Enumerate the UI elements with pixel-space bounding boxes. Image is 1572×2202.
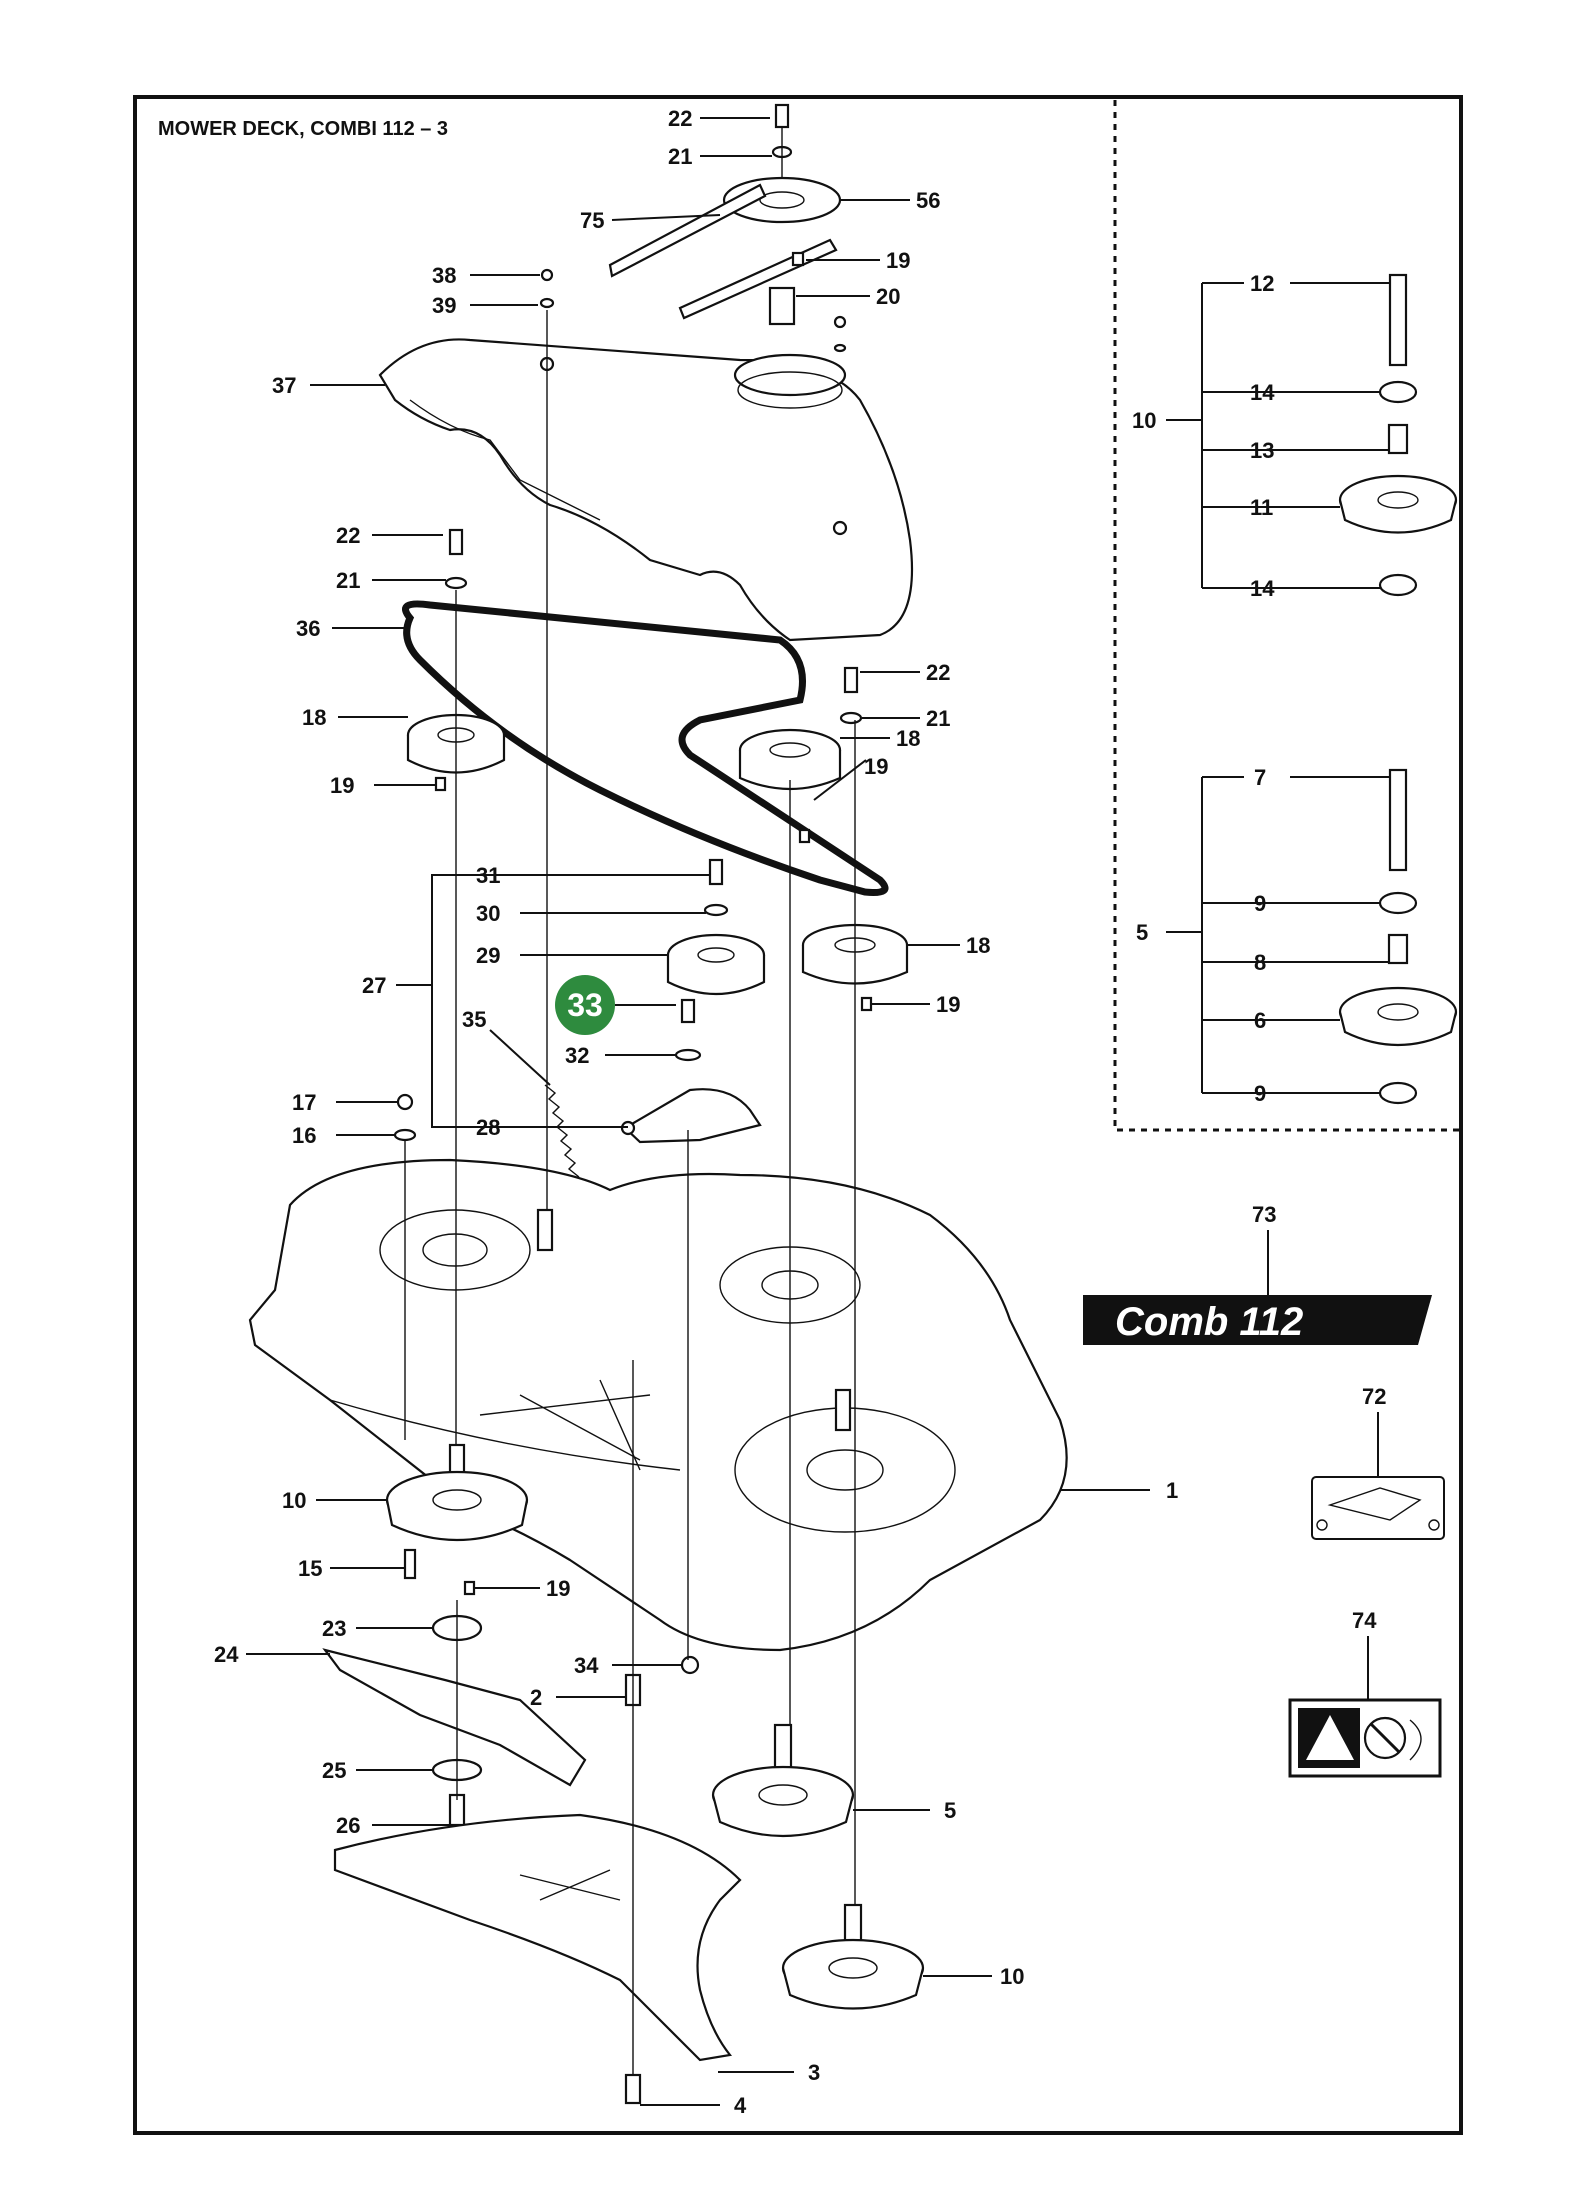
- label-4: 4: [734, 2093, 747, 2118]
- label-14: 14: [1250, 380, 1275, 405]
- mower-deck-1: [248, 1158, 1068, 1652]
- label-73: 73: [1252, 1202, 1276, 1227]
- label-5: 5: [1136, 920, 1148, 945]
- label-39: 39: [432, 293, 456, 318]
- inset-box-border: [1113, 100, 1460, 1132]
- label-24: 24: [214, 1642, 239, 1667]
- highlight-badge-label: 33: [567, 987, 603, 1023]
- screw-15: [403, 1548, 417, 1580]
- belt-75-b: [678, 238, 838, 320]
- label-34: 34: [574, 1653, 599, 1678]
- bolt-4: [624, 2073, 642, 2105]
- label-7: 7: [1254, 765, 1266, 790]
- label-56: 56: [916, 188, 940, 213]
- washer-32: [674, 1048, 702, 1062]
- label-22: 22: [926, 660, 950, 685]
- label-29: 29: [476, 943, 500, 968]
- label-26: 26: [336, 1813, 360, 1838]
- label-17: 17: [292, 1090, 316, 1115]
- label-38: 38: [432, 263, 456, 288]
- label-16: 16: [292, 1123, 316, 1148]
- label-22: 22: [668, 106, 692, 131]
- highlight-badge-33[interactable]: [555, 975, 615, 1035]
- label-10: 10: [1132, 408, 1156, 433]
- label-75: 75: [580, 208, 604, 233]
- belt-36: [402, 600, 889, 896]
- label-72: 72: [1362, 1384, 1386, 1409]
- label-18: 18: [302, 705, 326, 730]
- label-18: 18: [966, 933, 990, 958]
- label-36: 36: [296, 616, 320, 641]
- washer-39: [539, 297, 555, 309]
- label-8: 8: [1254, 950, 1266, 975]
- label-19: 19: [886, 248, 910, 273]
- label-19: 19: [936, 992, 960, 1017]
- label-32: 32: [565, 1043, 589, 1068]
- label-9: 9: [1254, 1081, 1266, 1106]
- label-20: 20: [876, 284, 900, 309]
- belt-75-a: [608, 183, 767, 278]
- inset-spindle-5: [1338, 768, 1458, 1105]
- deflector-3: [333, 1813, 742, 2062]
- label-1: 1: [1166, 1478, 1178, 1503]
- leader-lines: [246, 117, 1390, 2106]
- label-19: 19: [330, 773, 354, 798]
- label-27: 27: [362, 973, 386, 998]
- label-2: 2: [530, 1685, 542, 1710]
- pulley-18-mid: [738, 666, 863, 844]
- nut-34: [680, 1655, 700, 1675]
- bolt-22-top: [774, 103, 790, 129]
- label-25: 25: [322, 1758, 346, 1783]
- diagram-title: MOWER DECK, COMBI 112 – 3: [158, 118, 449, 140]
- label-10: 10: [282, 1488, 306, 1513]
- label-5: 5: [944, 1798, 956, 1823]
- label-18: 18: [896, 726, 920, 751]
- label-30: 30: [476, 901, 500, 926]
- label-6: 6: [1254, 1008, 1266, 1033]
- label-23: 23: [322, 1616, 346, 1641]
- label-22: 22: [336, 523, 360, 548]
- washer-16: [393, 1128, 417, 1142]
- label-31: 31: [476, 863, 500, 888]
- part-labels: 22 21 75 56 38 19 39 20 37 22 21 36 22 2…: [214, 106, 1386, 2118]
- label-21: 21: [668, 144, 692, 169]
- diagram-frame: [133, 95, 1463, 2135]
- spindle-10-right: [781, 1903, 925, 2010]
- label-35: 35: [462, 1007, 486, 1032]
- assembly-lines: [404, 128, 856, 2075]
- spindle-5-center: [711, 1723, 855, 1838]
- decal-72-belt-routing: [1311, 1476, 1445, 1540]
- label-19: 19: [546, 1576, 570, 1601]
- label-15: 15: [298, 1556, 322, 1581]
- label-28: 28: [476, 1115, 500, 1140]
- decal-73-text: Comb 112: [1115, 1300, 1303, 1344]
- nut-17: [396, 1093, 414, 1111]
- blade-24: [322, 1648, 587, 1787]
- label-11: 11: [1250, 495, 1273, 520]
- label-19: 19: [864, 754, 888, 779]
- spring-35: [544, 1084, 580, 1178]
- spacer-20: [768, 286, 796, 326]
- label-74: 74: [1352, 1608, 1377, 1633]
- label-9: 9: [1254, 891, 1266, 916]
- label-12: 12: [1250, 271, 1274, 296]
- label-21: 21: [926, 706, 950, 731]
- label-3: 3: [808, 2060, 820, 2085]
- label-13: 13: [1250, 438, 1274, 463]
- label-10: 10: [1000, 1964, 1024, 1989]
- key-19-top: [791, 251, 805, 267]
- idler-arm-28: [623, 1088, 762, 1144]
- label-14: 14: [1250, 576, 1275, 601]
- screw-38: [540, 268, 554, 282]
- label-21: 21: [336, 568, 360, 593]
- bolt-33: [680, 998, 696, 1024]
- label-37: 37: [272, 373, 296, 398]
- decal-73-combi: [1083, 1295, 1432, 1345]
- inset-spindle-10: [1338, 273, 1458, 597]
- idler-assembly-27: [544, 858, 766, 1178]
